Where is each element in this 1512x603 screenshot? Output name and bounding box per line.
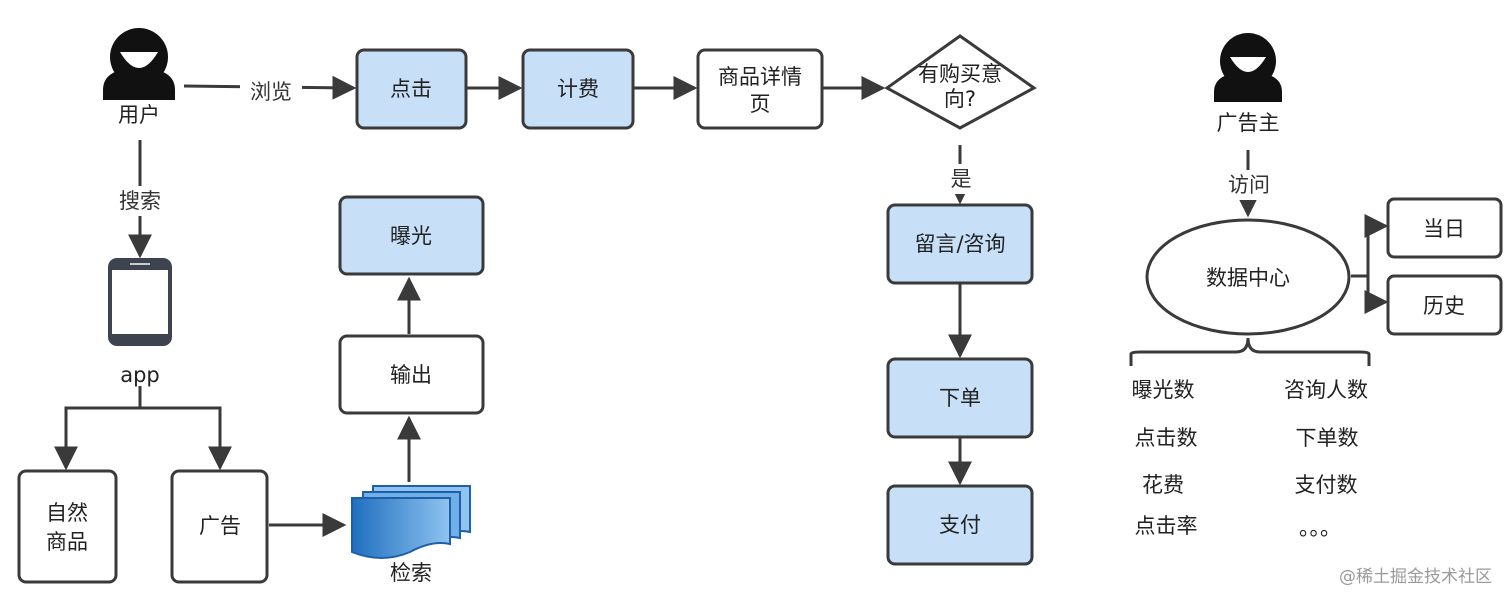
metric-exposure-count: 曝光数 — [1132, 378, 1195, 402]
pay-label: 支付 — [939, 513, 981, 537]
consult-node — [886, 203, 1034, 285]
metrics-brace — [1129, 337, 1371, 366]
natural-goods-node — [17, 469, 118, 584]
user-icon — [103, 28, 175, 100]
browse-edge-label: 浏览 — [250, 80, 292, 104]
watermark: @稀土掘金技术社区 — [1339, 567, 1492, 587]
natural-goods-label-line2: 商品 — [46, 530, 88, 554]
metric-consult-users: 咨询人数 — [1284, 378, 1368, 402]
billing-node — [521, 48, 635, 130]
document-stack-icon — [351, 485, 471, 559]
order-node — [886, 357, 1034, 439]
consult-label: 留言/咨询 — [914, 232, 1005, 256]
product-detail-label-line1: 商品详情 — [718, 65, 802, 89]
today-node — [1386, 197, 1503, 259]
order-label: 下单 — [939, 386, 981, 410]
click-node — [355, 48, 468, 130]
metric-cost: 花费 — [1142, 473, 1184, 497]
metric-order-count: 下单数 — [1296, 426, 1359, 450]
edge-app-split — [54, 386, 142, 471]
advertiser-label: 广告主 — [1217, 111, 1280, 135]
history-node — [1386, 274, 1503, 336]
product-detail-node — [696, 48, 824, 130]
ad-node — [170, 469, 269, 584]
metric-click-count: 点击数 — [1135, 426, 1198, 450]
app-label: app — [120, 363, 160, 387]
yes-edge-label: 是 — [951, 167, 972, 191]
today-label: 当日 — [1423, 217, 1465, 241]
search-edge-label: 搜索 — [119, 189, 161, 213]
output-label: 输出 — [390, 363, 432, 387]
product-detail-label-line2: 页 — [750, 92, 771, 116]
data-center-label: 数据中心 — [1206, 266, 1290, 290]
intent-label-line2: 向? — [944, 87, 976, 111]
data-center-node — [1145, 218, 1351, 336]
user-label: 用户 — [118, 103, 160, 127]
natural-goods-label-line1: 自然 — [46, 501, 88, 525]
edge-branch-history — [1364, 276, 1389, 314]
output-node — [338, 334, 485, 415]
edge-app-split-ad — [140, 406, 232, 471]
ad-label: 广告 — [199, 514, 241, 538]
pay-node — [886, 484, 1034, 566]
smartphone-icon — [108, 258, 172, 346]
exposure-label: 曝光 — [390, 224, 432, 248]
click-label: 点击 — [390, 77, 432, 101]
metric-more: 。。。 — [1299, 516, 1341, 540]
metric-ctr: 点击率 — [1135, 514, 1198, 538]
intent-label-line1: 有购买意 — [918, 62, 1002, 86]
advertiser-icon — [1214, 33, 1282, 102]
metric-pay-count: 支付数 — [1295, 473, 1358, 497]
intent-decision-node — [884, 34, 1037, 130]
history-label: 历史 — [1423, 294, 1465, 318]
search-result-label: 检索 — [390, 561, 432, 585]
billing-label: 计费 — [557, 77, 599, 101]
exposure-node — [338, 195, 485, 276]
visit-edge-label: 访问 — [1228, 173, 1270, 197]
edge-branch-today — [1364, 214, 1389, 296]
